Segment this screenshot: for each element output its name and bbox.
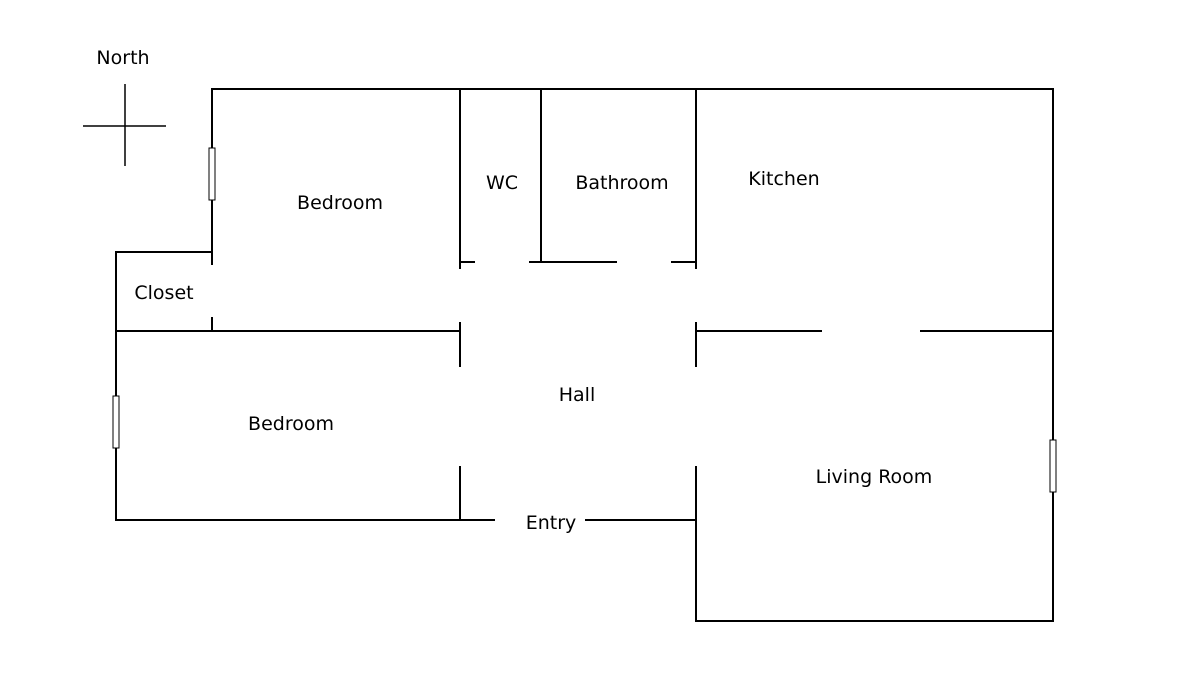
room-label-kitchen: Kitchen [748,168,819,190]
room-label-hall: Hall [559,384,596,406]
interior-walls [115,88,1054,521]
room-label-living-room: Living Room [816,466,933,488]
compass: North [83,47,166,166]
window-living-room [1049,439,1057,493]
room-label-bedroom-upper: Bedroom [297,192,383,214]
compass-north-label: North [96,47,149,69]
room-label-bedroom-lower: Bedroom [248,413,334,435]
room-label-wc: WC [486,172,518,194]
room-label-closet: Closet [134,282,193,304]
room-label-bathroom: Bathroom [575,172,668,194]
window-bedroom-lower [112,395,120,449]
window-bedroom-upper [208,147,216,201]
room-label-entry: Entry [526,512,577,534]
windows [112,147,1057,493]
outer-walls [115,88,1054,622]
room-labels: Bedroom WC Bathroom Kitchen Closet Bedro… [134,168,932,534]
